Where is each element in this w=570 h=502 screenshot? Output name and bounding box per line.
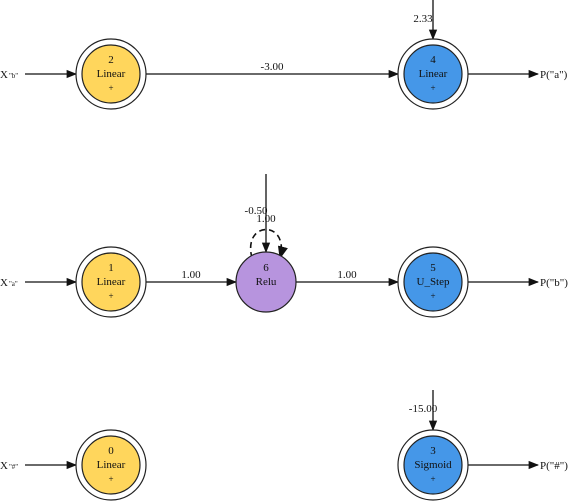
node-name: Sigmoid <box>414 459 452 471</box>
node-number: 6 <box>263 262 269 274</box>
node-name: Linear <box>419 68 448 80</box>
bias-label: -0.50 <box>245 205 268 217</box>
node-symbol: + <box>108 83 113 93</box>
node-name: Relu <box>256 276 277 288</box>
node-number: 4 <box>430 54 436 66</box>
nodes: 2Linear+4Linear+1Linear+6Relu5U_Step+0Li… <box>75 38 469 501</box>
node-name: Linear <box>97 68 126 80</box>
input-label: X"a" <box>0 277 18 289</box>
node-number: 2 <box>108 54 114 66</box>
recurrent-weight-label: 1.00 <box>256 213 276 225</box>
node-circle <box>81 252 141 312</box>
recurrent-edge-6 <box>249 228 288 260</box>
input-label: X"b" <box>0 69 18 81</box>
output-label: P("#") <box>540 460 568 472</box>
input-label-subscript: "a" <box>9 280 18 288</box>
node-symbol: + <box>430 474 435 484</box>
edge-weight-label: 1.00 <box>181 269 201 281</box>
node-circle <box>403 435 463 495</box>
node-name: U_Step <box>417 276 451 288</box>
input-label: X"#" <box>0 460 18 472</box>
node-number: 5 <box>430 262 436 274</box>
edge-weight-label: -3.00 <box>261 61 284 73</box>
node-number: 0 <box>108 445 114 457</box>
node-symbol: + <box>108 291 113 301</box>
node-circle <box>81 44 141 104</box>
input-label-subscript: "b" <box>9 72 18 80</box>
input-label-subscript: "#" <box>9 463 18 471</box>
node-5: 5U_Step + <box>397 246 469 318</box>
node-circle <box>235 251 297 313</box>
node-circle <box>81 435 141 495</box>
edges <box>25 0 540 470</box>
input-label-main: X <box>0 460 8 472</box>
bias-label: -15.00 <box>409 403 438 415</box>
node-symbol: + <box>108 474 113 484</box>
node-circle <box>403 44 463 104</box>
node-number: 1 <box>108 262 114 274</box>
node-symbol: + <box>430 291 435 301</box>
node-number: 3 <box>430 445 436 457</box>
bias-label: 2.33 <box>413 13 433 25</box>
input-label-main: X <box>0 69 8 81</box>
output-label: P("a") <box>540 69 568 81</box>
output-label: P("b") <box>540 277 568 289</box>
edge-weight-label: 1.00 <box>337 269 357 281</box>
node-symbol: + <box>430 83 435 93</box>
input-label-main: X <box>0 277 8 289</box>
node-name: Linear <box>97 459 126 471</box>
node-circle <box>403 252 463 312</box>
node-name: Linear <box>97 276 126 288</box>
